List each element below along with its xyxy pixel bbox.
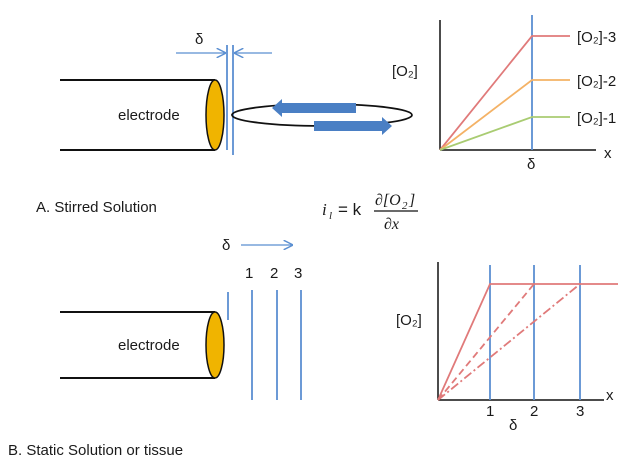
panel-b: electrode δ 1 2 3 [O₂] x 1 2 bbox=[8, 237, 618, 459]
graph-b-profile-1 bbox=[437, 283, 618, 401]
graph-b-ylabel: [O₂] bbox=[396, 312, 422, 329]
graph-b-tick-3: 3 bbox=[576, 403, 584, 420]
graph-a-ylabel: [O₂] bbox=[392, 63, 418, 80]
graph-a-curve-2 bbox=[439, 79, 570, 151]
graph-b-tick-1: 1 bbox=[486, 403, 494, 420]
graph-b-xlabel: x bbox=[606, 387, 614, 404]
electrode-b-label: electrode bbox=[118, 337, 180, 354]
electrode-a-cap bbox=[205, 79, 225, 151]
graph-a-curve-1 bbox=[439, 116, 570, 151]
equation-numerator: ∂[O bbox=[375, 192, 401, 209]
electrode-b: electrode bbox=[60, 311, 225, 379]
current-equation: i l = k ∂[O 2 ] ∂x bbox=[322, 192, 418, 233]
electrode-b-cap bbox=[205, 311, 225, 379]
graph-b-profile-3 bbox=[437, 283, 581, 401]
diffusion-layer-a: δ bbox=[176, 31, 272, 155]
caption-a: A. Stirred Solution bbox=[36, 199, 157, 216]
graph-a-label-1: [O₂]-1 bbox=[577, 110, 616, 127]
equation-lhs: i bbox=[322, 200, 327, 219]
equation-numerator-sub: 2 bbox=[402, 200, 408, 212]
arrow-left-icon bbox=[272, 99, 356, 117]
graph-b-delta-tick: δ bbox=[509, 417, 517, 434]
position-2: 2 bbox=[270, 265, 278, 282]
graph-b: [O₂] x 1 2 3 δ bbox=[396, 262, 618, 434]
delta-b-label: δ bbox=[222, 237, 230, 254]
caption-b: B. Static Solution or tissue bbox=[8, 442, 183, 459]
equation-numerator-end: ] bbox=[408, 192, 415, 209]
graph-a-xlabel: x bbox=[604, 145, 612, 162]
stirring-indicator bbox=[231, 99, 413, 135]
graph-a: [O₂] x δ [O₂]-3 [O₂]-2 [O₂]-1 bbox=[392, 15, 616, 173]
position-1: 1 bbox=[245, 265, 253, 282]
panel-a: electrode δ [O₂] x δ [O₂]-3 bbox=[36, 15, 616, 216]
graph-a-label-3: [O₂]-3 bbox=[577, 29, 616, 46]
delta-a-label: δ bbox=[195, 31, 203, 48]
equation-lhs-sub: l bbox=[329, 210, 332, 222]
equation-equals: = k bbox=[338, 200, 362, 219]
electrode-a: electrode bbox=[60, 79, 225, 151]
graph-b-profile-2 bbox=[437, 283, 535, 401]
position-3: 3 bbox=[294, 265, 302, 282]
graph-a-delta-tick: δ bbox=[527, 156, 535, 173]
graph-b-tick-2: 2 bbox=[530, 403, 538, 420]
graph-a-label-2: [O₂]-2 bbox=[577, 73, 616, 90]
electrode-a-label: electrode bbox=[118, 107, 180, 124]
arrow-right-icon bbox=[314, 117, 392, 135]
graph-a-curve-3 bbox=[439, 35, 570, 151]
diffusion-front-b: δ 1 2 3 bbox=[222, 237, 302, 400]
equation-denominator: ∂x bbox=[384, 216, 399, 233]
